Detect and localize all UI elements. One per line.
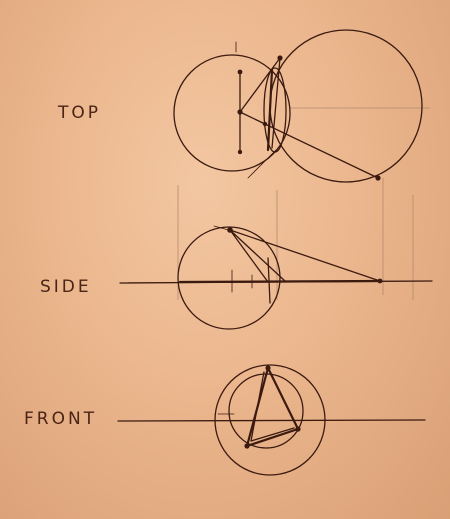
top-point-center (237, 109, 243, 115)
front-point-right (295, 426, 301, 432)
top-tangent-line (239, 111, 379, 179)
top-cone-spine (266, 68, 274, 152)
front-horizontal-line (117, 419, 426, 422)
side-long-tangent (229, 229, 381, 282)
front-view: FRONT (24, 364, 426, 476)
front-view-label: FRONT (24, 409, 97, 429)
top-point-apex (277, 55, 283, 61)
top-small-circle (173, 54, 291, 172)
side-circle (177, 226, 281, 330)
side-point-apex (227, 227, 233, 233)
front-outer-circle (214, 364, 326, 476)
top-point-tangent (375, 175, 381, 181)
side-vertical-stroke (267, 257, 271, 304)
projection-lines (177, 107, 430, 300)
top-point-mid (262, 121, 268, 127)
top-large-circle (269, 29, 423, 183)
front-point-top (265, 365, 271, 371)
top-view-label: TOP (57, 103, 101, 123)
top-tail-stroke (247, 149, 277, 179)
side-view: SIDE (40, 225, 433, 330)
side-cone-triangle (229, 229, 286, 283)
front-triangle-inner (250, 371, 295, 442)
front-point-left (244, 443, 250, 449)
top-point-lower (237, 149, 243, 155)
top-view: TOP (57, 29, 423, 183)
top-cone-outline (239, 57, 281, 149)
side-point-tangent (377, 278, 383, 284)
top-cone-ellipse (263, 67, 287, 153)
side-view-label: SIDE (40, 277, 92, 297)
top-point-upper (237, 69, 243, 75)
